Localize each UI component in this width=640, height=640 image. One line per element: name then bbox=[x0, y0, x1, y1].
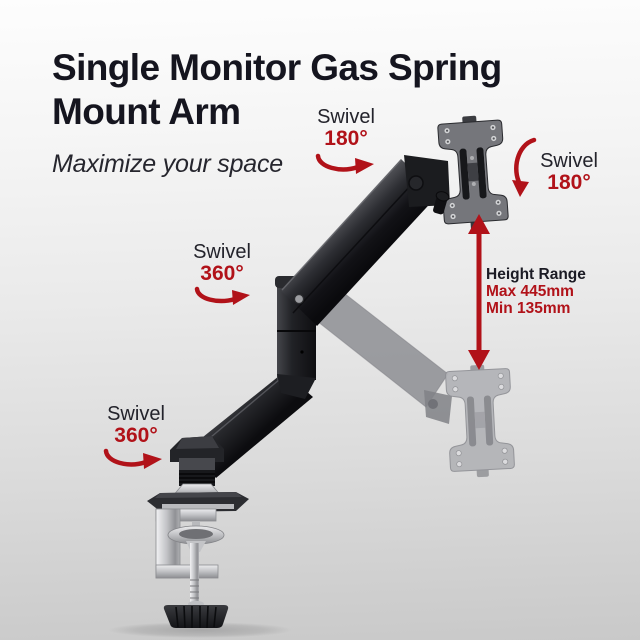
ghost-vesa-plate bbox=[445, 364, 515, 478]
height-range-max: Max 445mm bbox=[486, 283, 574, 300]
swivel-value: 180° bbox=[547, 171, 591, 194]
vesa-plate bbox=[437, 115, 509, 231]
swivel-rotate-arrow-icon bbox=[315, 153, 374, 174]
swivel-rotate-arrow-icon bbox=[103, 448, 162, 469]
height-range-arrow-icon bbox=[468, 214, 490, 370]
swivel-label: Swivel bbox=[317, 106, 375, 128]
gas-spring-arm bbox=[275, 115, 509, 399]
annotation-swivel-base: Swivel 360° bbox=[90, 403, 182, 447]
ghost-arm-lowered bbox=[302, 278, 515, 478]
swivel-value: 360° bbox=[114, 424, 158, 447]
annotation-swivel-top: Swivel 180° bbox=[296, 106, 396, 150]
swivel-label: Swivel bbox=[107, 403, 165, 425]
desk-clamp bbox=[108, 372, 313, 638]
annotation-height-range: Height Range Max 445mm Min 135mm bbox=[486, 266, 616, 317]
swivel-value: 180° bbox=[324, 127, 368, 150]
title-line-1: Single Monitor Gas Spring bbox=[52, 47, 502, 88]
swivel-rotate-arrow-icon bbox=[194, 286, 250, 305]
swivel-label: Swivel bbox=[193, 241, 251, 263]
height-range-label: Height Range bbox=[486, 266, 586, 283]
tagline: Maximize your space bbox=[52, 150, 284, 178]
page-title: Single Monitor Gas Spring Mount Arm bbox=[52, 46, 502, 134]
annotation-swivel-head: Swivel 180° bbox=[534, 150, 604, 194]
annotation-swivel-mid: Swivel 360° bbox=[176, 241, 268, 285]
swivel-value: 360° bbox=[200, 262, 244, 285]
swivel-arc-down-arrow-icon bbox=[512, 137, 537, 197]
height-range-min: Min 135mm bbox=[486, 300, 571, 317]
header: Single Monitor Gas Spring Mount Arm Maxi… bbox=[52, 46, 502, 179]
swivel-label: Swivel bbox=[540, 150, 598, 172]
title-line-2: Mount Arm bbox=[52, 91, 241, 132]
